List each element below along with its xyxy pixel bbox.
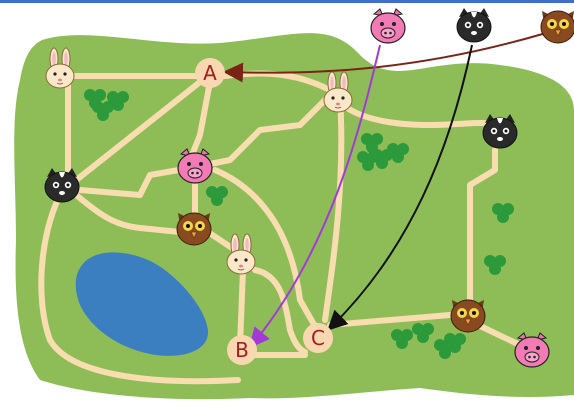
owl-icon[interactable] [541, 11, 574, 43]
node-c-label: C [311, 326, 325, 350]
pig-icon[interactable] [371, 9, 405, 43]
skunk-icon [45, 168, 79, 202]
node-b-label: B [235, 338, 249, 362]
node-b[interactable]: B [227, 335, 257, 365]
owl-icon [451, 300, 485, 332]
skunk-icon[interactable] [457, 8, 491, 42]
skunk-icon [483, 114, 517, 148]
node-a[interactable]: A [195, 58, 225, 88]
node-c[interactable]: C [303, 323, 333, 353]
pig-icon [515, 333, 549, 367]
pig-icon [178, 149, 212, 183]
node-a-label: A [203, 61, 217, 85]
owl-icon [177, 213, 211, 245]
